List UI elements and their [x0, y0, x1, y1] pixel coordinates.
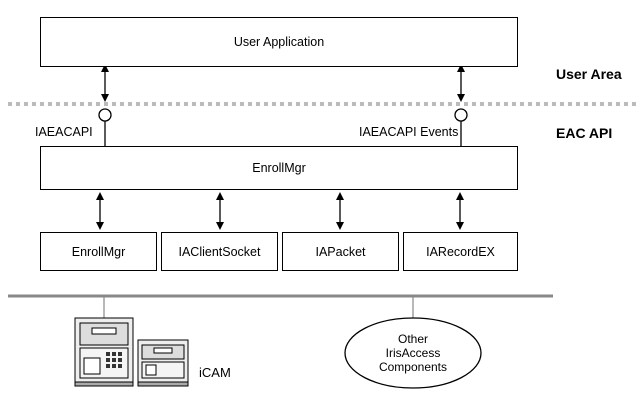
- interface-left-icon: [98, 108, 112, 122]
- user-application-box: User Application: [40, 17, 518, 67]
- component-box-iaclientsocket: IAClientSocket: [161, 232, 278, 271]
- component-label: IAPacket: [315, 244, 366, 259]
- component-box-iapacket: IAPacket: [282, 232, 399, 271]
- icam-device-large-icon: [74, 317, 134, 387]
- interface-right-icon: [454, 108, 468, 122]
- enrollmgr-main-box: EnrollMgr: [40, 146, 518, 190]
- icam-device-small-icon: [137, 339, 189, 387]
- other-components-text: Other IrisAccess Components: [363, 332, 463, 374]
- interface-left-label: IAEACAPI: [35, 125, 93, 139]
- user-area-label: User Area: [556, 66, 622, 82]
- component-box-iarecordex: IARecordEX: [403, 232, 518, 271]
- icam-label: iCAM: [199, 365, 231, 380]
- user-application-label: User Application: [233, 35, 325, 49]
- other-components-line-1: Other: [397, 332, 428, 346]
- enrollmgr-main-label: EnrollMgr: [252, 161, 306, 175]
- component-box-enrollmgr: EnrollMgr: [40, 232, 157, 271]
- component-label: EnrollMgr: [71, 244, 126, 259]
- other-components-ellipse: [344, 317, 482, 389]
- eac-api-label: EAC API: [556, 125, 613, 141]
- other-components-line-2: IrisAccess: [385, 346, 441, 360]
- component-label: IAClientSocket: [178, 244, 261, 259]
- interface-right-label: IAEACAPI Events: [359, 125, 459, 139]
- other-components-line-3: Components: [378, 360, 448, 374]
- component-label: IARecordEX: [426, 244, 495, 259]
